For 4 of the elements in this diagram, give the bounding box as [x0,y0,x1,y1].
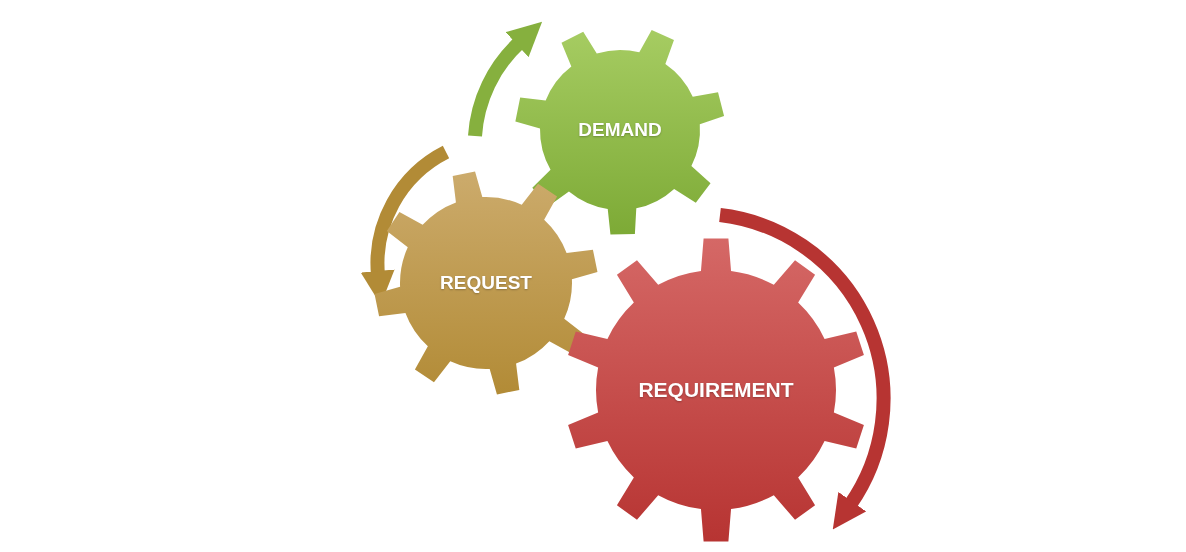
gear-label: REQUEST [440,272,532,294]
gear-label: REQUIREMENT [638,378,794,402]
gear-label: DEMAND [578,119,662,141]
gear [374,171,598,395]
